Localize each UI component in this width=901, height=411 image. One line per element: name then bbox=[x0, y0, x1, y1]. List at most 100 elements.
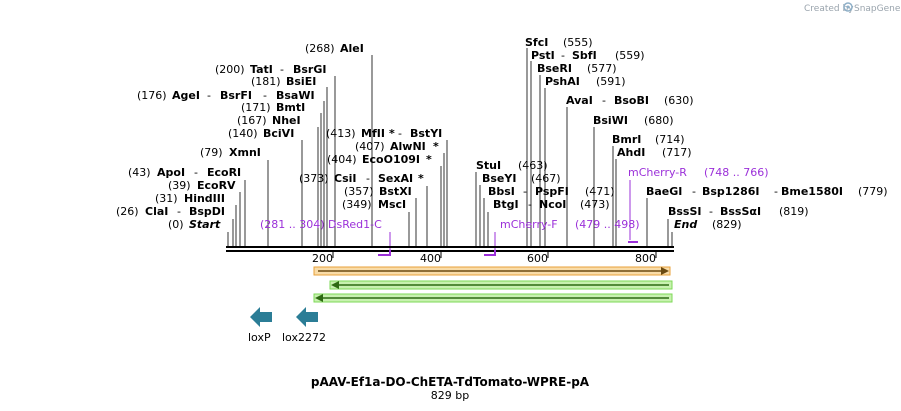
site-name[interactable]: SfcI bbox=[525, 36, 548, 49]
svg-text:*: * bbox=[389, 127, 395, 140]
svg-text:-: - bbox=[177, 205, 181, 218]
site-name[interactable]: BsaWI bbox=[276, 89, 315, 102]
site-name[interactable]: XmnI bbox=[229, 146, 261, 159]
svg-text:-: - bbox=[280, 63, 284, 76]
site-pos: (176) bbox=[137, 89, 167, 102]
site-name[interactable]: PspFI bbox=[535, 185, 569, 198]
site-name[interactable]: BsoBI bbox=[614, 94, 649, 107]
primer-name[interactable]: mCherry-R bbox=[628, 166, 687, 179]
site-name[interactable]: AhdI bbox=[617, 146, 645, 159]
site-name[interactable]: CsiI bbox=[334, 172, 356, 185]
svg-text:-: - bbox=[398, 127, 402, 140]
feature-orange-arrow[interactable] bbox=[313, 266, 671, 276]
site-pos: (555) bbox=[563, 36, 593, 49]
site-pos: (31) bbox=[155, 192, 178, 205]
site-name[interactable]: SbfI bbox=[572, 49, 597, 62]
svg-text:*: * bbox=[433, 140, 439, 153]
primer-name[interactable]: DsRed1-C bbox=[328, 218, 382, 231]
feature-green-arrow[interactable] bbox=[329, 280, 673, 290]
site-name[interactable]: BstYI bbox=[410, 127, 442, 140]
site-pos: (349) bbox=[342, 198, 372, 211]
site-name[interactable]: Bme1580I bbox=[781, 185, 843, 198]
loxp-arrow-icon bbox=[250, 307, 272, 327]
loxp-feature[interactable]: loxP bbox=[248, 307, 272, 344]
feature-green-arrow[interactable] bbox=[313, 293, 673, 303]
site-name[interactable]: AvaI bbox=[566, 94, 593, 107]
site-name[interactable]: BsrGI bbox=[293, 63, 326, 76]
site-name[interactable]: PshAI bbox=[545, 75, 580, 88]
site-name[interactable]: AgeI bbox=[172, 89, 200, 102]
site-name[interactable]: BmtI bbox=[276, 101, 305, 114]
site-name[interactable]: ClaI bbox=[145, 205, 168, 218]
lox2272-arrow-icon bbox=[296, 307, 318, 327]
site-name[interactable]: NheI bbox=[272, 114, 301, 127]
sequence-backbone bbox=[226, 246, 674, 252]
site-pos: (404) bbox=[327, 153, 357, 166]
site-name[interactable]: EcoRI bbox=[207, 166, 241, 179]
snapgene-credit[interactable]: Created by SnapGene bbox=[804, 2, 901, 14]
ruler-tick-label: 800 bbox=[635, 252, 656, 265]
svg-text:-: - bbox=[366, 172, 370, 185]
site-pos: (39) bbox=[168, 179, 191, 192]
credit-prefix: Created by bbox=[804, 4, 854, 14]
site-name[interactable]: BspDI bbox=[189, 205, 225, 218]
site-name[interactable]: MfII bbox=[361, 127, 385, 140]
site-name[interactable]: AlwNI bbox=[390, 140, 426, 153]
lox2272-feature[interactable]: lox2272 bbox=[282, 307, 326, 344]
site-name[interactable]: StuI bbox=[476, 159, 501, 172]
site-name[interactable]: AleI bbox=[340, 42, 364, 55]
svg-text:-: - bbox=[194, 166, 198, 179]
site-name[interactable]: Start bbox=[189, 218, 221, 231]
svg-text:-: - bbox=[774, 185, 778, 198]
primer-range: (281 .. 304) bbox=[260, 218, 325, 231]
site-name[interactable]: BstXI bbox=[379, 185, 412, 198]
site-name[interactable]: EcoRV bbox=[197, 179, 236, 192]
site-name[interactable]: NcoI bbox=[539, 198, 566, 211]
site-name[interactable]: TatI bbox=[250, 63, 273, 76]
site-pos: (181) bbox=[251, 75, 281, 88]
site-name[interactable]: ApoI bbox=[157, 166, 185, 179]
site-pos: (167) bbox=[237, 114, 267, 127]
site-name[interactable]: BaeGI bbox=[646, 185, 682, 198]
site-name[interactable]: BciVI bbox=[263, 127, 294, 140]
site-name[interactable]: BseRI bbox=[537, 62, 572, 75]
svg-text:-: - bbox=[692, 185, 696, 198]
site-name[interactable]: End bbox=[674, 218, 697, 231]
site-pos: (171) bbox=[241, 101, 271, 114]
site-name[interactable]: BssSαI bbox=[720, 205, 761, 218]
site-pos: (630) bbox=[664, 94, 694, 107]
site-name[interactable]: BssSI bbox=[668, 205, 702, 218]
right-site-labels: SfcI (555) PstI - SbfI (559) BseRI (577)… bbox=[476, 36, 888, 231]
svg-text:-: - bbox=[561, 49, 565, 62]
snapgene-logo-icon bbox=[843, 2, 853, 12]
left-leader-lines bbox=[227, 55, 373, 246]
left-site-labels: (268) AleI (200) TatI - BsrGI (181) BsiE… bbox=[116, 42, 364, 231]
site-name[interactable]: BmrI bbox=[612, 133, 641, 146]
site-name[interactable]: Bsp1286I bbox=[702, 185, 760, 198]
ruler-tick-label: 400 bbox=[420, 252, 441, 265]
site-pos: (714) bbox=[655, 133, 685, 146]
mid-site-labels: (413) MfII * - BstYI (407) AlwNI * (404)… bbox=[299, 127, 442, 211]
site-name[interactable]: BsiEI bbox=[286, 75, 316, 88]
site-name[interactable]: BbsI bbox=[488, 185, 515, 198]
site-name[interactable]: EcoO109I bbox=[362, 153, 420, 166]
primer-name[interactable]: mCherry-F bbox=[500, 218, 558, 231]
site-name[interactable]: BsrFI bbox=[220, 89, 252, 102]
primer-labels: (281 .. 304) DsRed1-C mCherry-F (479 .. … bbox=[260, 166, 769, 231]
site-pos: (591) bbox=[596, 75, 626, 88]
site-name[interactable]: SexAI bbox=[378, 172, 413, 185]
site-pos: (829) bbox=[712, 218, 742, 231]
ruler: 200 400 600 800 bbox=[312, 252, 657, 265]
svg-text:-: - bbox=[602, 94, 606, 107]
site-name[interactable]: PstI bbox=[531, 49, 555, 62]
site-name[interactable]: BseYI bbox=[482, 172, 516, 185]
site-name[interactable]: HindIII bbox=[184, 192, 225, 205]
site-pos: (268) bbox=[305, 42, 335, 55]
site-name[interactable]: BtgI bbox=[493, 198, 519, 211]
site-pos: (577) bbox=[587, 62, 617, 75]
site-pos: (413) bbox=[326, 127, 356, 140]
mid-leader-lines bbox=[408, 140, 448, 246]
site-name[interactable]: BsiWI bbox=[593, 114, 628, 127]
site-pos: (467) bbox=[531, 172, 561, 185]
site-name[interactable]: MscI bbox=[378, 198, 406, 211]
